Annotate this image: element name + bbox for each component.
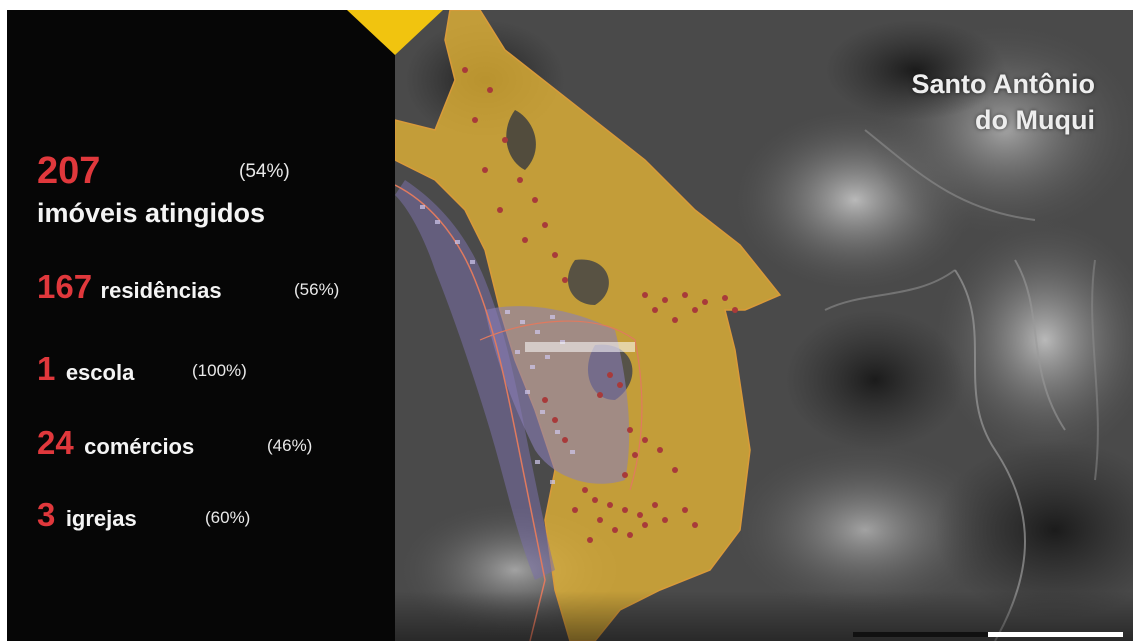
stat-residences: 167 residências: [37, 268, 222, 306]
terrain-road: [1014, 259, 1066, 431]
terrain-road: [954, 269, 1026, 641]
stat-residences-number: 167: [37, 268, 93, 305]
terrain-field: [935, 220, 1133, 460]
terrain-forest: [785, 310, 965, 450]
map-canvas: [395, 10, 1133, 641]
stat-total: 207: [37, 150, 100, 193]
terrain-road: [1091, 259, 1099, 481]
stat-commerce-label: comércios: [84, 434, 195, 459]
stat-school-label: escola: [65, 360, 135, 385]
place-title-line1: Santo Antônio: [911, 69, 1095, 99]
place-title-line2: do Muqui: [975, 105, 1095, 135]
stat-total-number: 207: [37, 150, 101, 192]
boundary-line: [395, 184, 546, 641]
urban-area: [395, 180, 555, 580]
place-title: Santo Antônio do Muqui: [912, 66, 1095, 138]
stat-churches: 3 igrejas: [37, 496, 137, 534]
terrain-forest: [825, 20, 1005, 120]
terrain-forest: [935, 440, 1133, 620]
stats-panel: 207 (54%) imóveis atingidos 167 residênc…: [7, 10, 395, 641]
stat-school-percent: (100%): [192, 361, 247, 380]
boundary-line: [479, 320, 643, 491]
stat-total-label: imóveis atingidos: [37, 198, 266, 228]
scale-bar: [853, 632, 1123, 637]
stat-school: 1 escola: [37, 350, 134, 388]
terrain-pocket: [506, 110, 536, 170]
terrain-pocket: [567, 259, 609, 305]
stat-churches-number: 3: [37, 496, 56, 533]
stat-school-number: 1: [37, 350, 56, 387]
terrain-road: [864, 129, 1036, 221]
satellite-map[interactable]: Santo Antônio do Muqui: [395, 10, 1133, 641]
affected-properties: [462, 67, 738, 543]
slide-frame: 207 (54%) imóveis atingidos 167 residênc…: [7, 10, 1133, 641]
stat-churches-label: igrejas: [65, 506, 137, 531]
terrain-road: [824, 269, 956, 311]
stat-residences-percent: (56%): [294, 280, 340, 299]
stat-commerce: 24 comércios: [37, 424, 194, 462]
town-label: [525, 342, 635, 352]
stat-commerce-percent: (46%): [267, 436, 313, 455]
stat-commerce-number: 24: [37, 424, 74, 461]
scale-bar-segment: [853, 632, 988, 637]
stat-total-percent: (54%): [239, 161, 290, 182]
terrain-field: [725, 440, 1005, 620]
stat-residences-label: residências: [100, 278, 222, 303]
stat-churches-percent: (60%): [205, 508, 251, 527]
yellow-triangle-marker-icon: [347, 10, 443, 55]
